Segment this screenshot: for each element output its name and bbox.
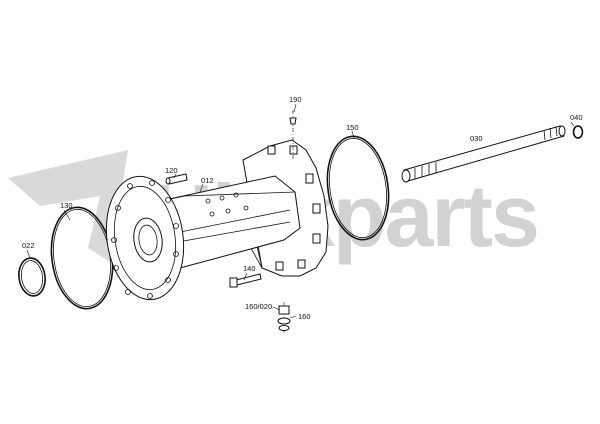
part-140-bolt[interactable] [229, 273, 262, 288]
label-120: 120 [165, 166, 178, 175]
part-030-shaft[interactable] [401, 125, 566, 183]
label-160: 160 [298, 312, 311, 321]
part-150-seal[interactable] [321, 132, 395, 243]
label-022: 022 [22, 241, 35, 250]
label-140: 140 [243, 264, 256, 273]
part-160-plug[interactable] [277, 302, 291, 334]
part-022-oring[interactable] [16, 256, 47, 297]
label-160-020: 160/020 [245, 302, 272, 311]
part-040-circlip[interactable] [572, 125, 584, 139]
part-012-housing[interactable] [99, 139, 329, 305]
leader-lines [26, 103, 575, 319]
part-labels: 022 130 120 012 190 150 030 040 140 160/… [22, 95, 583, 321]
label-030: 030 [470, 134, 483, 143]
label-150: 150 [346, 123, 359, 132]
part-190-plug[interactable] [289, 110, 297, 160]
label-190: 190 [289, 95, 302, 104]
watermark-arrow-icon [8, 150, 128, 262]
label-130: 130 [60, 201, 73, 210]
part-120-pin[interactable] [165, 173, 188, 185]
label-040: 040 [570, 113, 583, 122]
label-012: 012 [201, 176, 214, 185]
